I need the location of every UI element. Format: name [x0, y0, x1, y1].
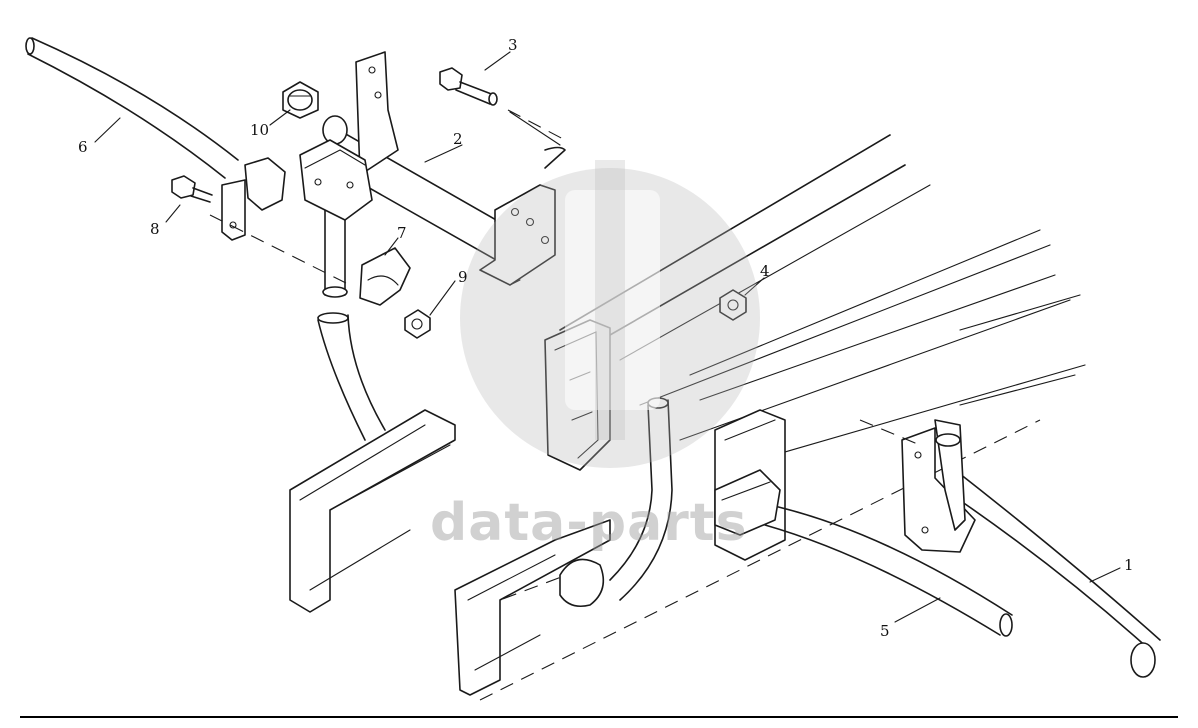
nut-right: [719, 289, 747, 321]
watermark-text: data-parts: [430, 493, 748, 553]
clamp: [359, 247, 411, 306]
callout-5: 5: [880, 622, 890, 640]
bolt-left: [171, 175, 213, 203]
assembly-lines: [209, 109, 566, 286]
right-mount-bracket: [479, 184, 556, 286]
left-channel: [289, 409, 456, 613]
rubber-mount: [299, 139, 373, 221]
callout-2: 2: [453, 130, 463, 148]
callout-3: 3: [508, 36, 518, 54]
watermark: data-parts: [430, 160, 760, 553]
nut-left: [404, 309, 431, 339]
callout-4: 4: [760, 262, 770, 280]
callout-1: 1: [1124, 556, 1134, 574]
left-clamp-assembly: [221, 157, 286, 241]
middle-channel: [454, 519, 611, 696]
callout-7: 7: [397, 224, 407, 242]
right-tube: [859, 419, 1161, 678]
leader-lines: [94, 51, 1121, 623]
bolt-top: [439, 67, 498, 106]
bushing: [282, 81, 319, 119]
left-tube: [25, 37, 239, 179]
callout-labels: 1 2 3 4 5 6 7 8 9 10: [78, 36, 1134, 640]
lower-rail: [459, 419, 1041, 701]
callout-9: 9: [458, 268, 468, 286]
callout-6: 6: [78, 138, 88, 156]
lower-right-tube: [714, 469, 1013, 637]
down-pipe: [317, 286, 386, 441]
callout-10: 10: [250, 121, 269, 139]
callout-8: 8: [150, 220, 160, 238]
